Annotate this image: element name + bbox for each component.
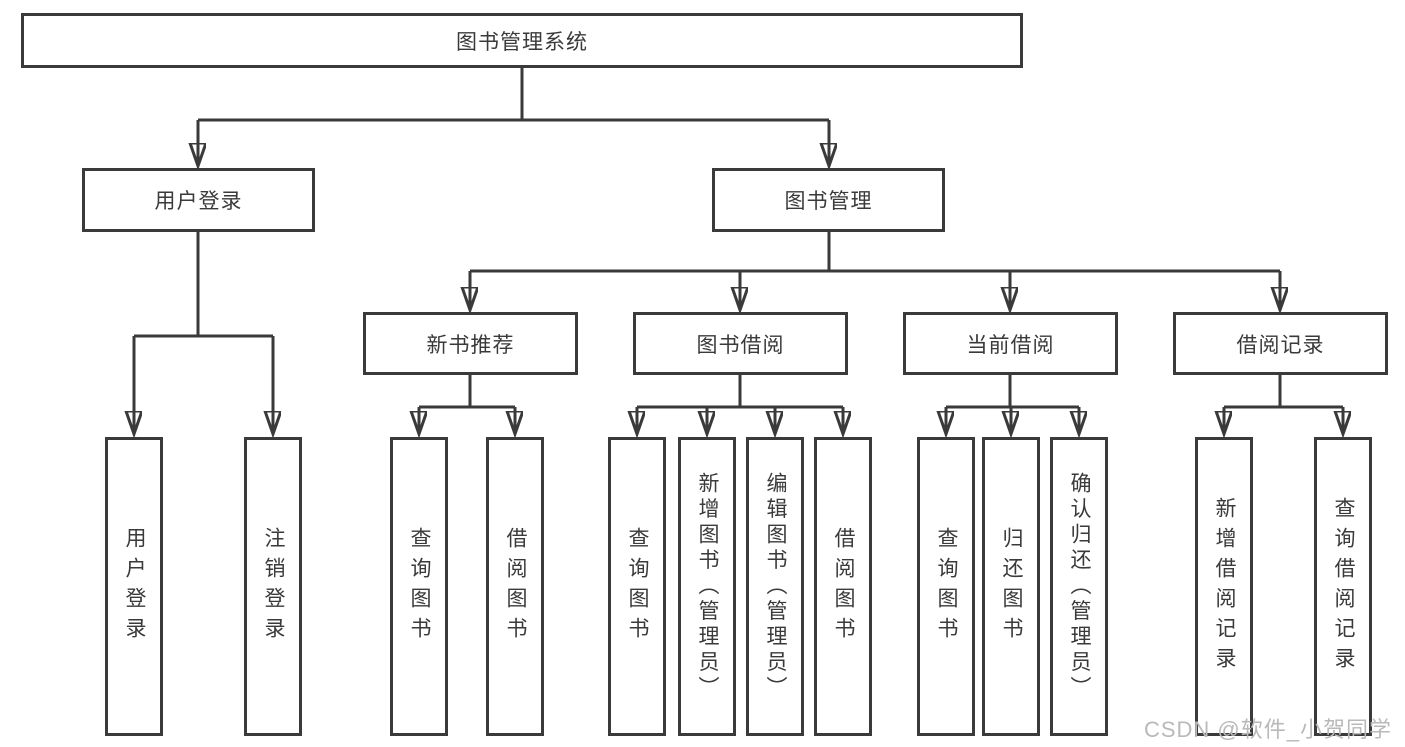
connector-book-management-children bbox=[470, 232, 1280, 310]
connector-records-children bbox=[1224, 375, 1343, 434]
leaf-logout: 注销登录 bbox=[244, 437, 302, 736]
leaf-borrow-query-book: 查询图书 bbox=[608, 437, 666, 736]
leaf-borrow-add-book-admin: 新增图书（管理员） bbox=[678, 437, 736, 736]
leaf-current-confirm-return-admin: 确认归还（管理员） bbox=[1050, 437, 1108, 736]
connector-user-login-children bbox=[134, 232, 273, 434]
leaf-user-login: 用户登录 bbox=[105, 437, 163, 736]
connector-current-children bbox=[946, 375, 1079, 434]
connector-recommend-children bbox=[419, 375, 515, 434]
node-borrow-records: 借阅记录 bbox=[1173, 312, 1388, 375]
node-book-management: 图书管理 bbox=[712, 168, 945, 232]
leaf-records-query-record: 查询借阅记录 bbox=[1314, 437, 1372, 736]
csdn-watermark: CSDN @软件_小贺同学 bbox=[1143, 717, 1392, 742]
leaf-current-return-book: 归还图书 bbox=[982, 437, 1040, 736]
node-library-management-system: 图书管理系统 bbox=[21, 13, 1023, 68]
node-new-book-recommend: 新书推荐 bbox=[363, 312, 578, 375]
leaf-borrow-borrow-book: 借阅图书 bbox=[814, 437, 872, 736]
node-book-borrow: 图书借阅 bbox=[633, 312, 848, 375]
connector-root-to-level2 bbox=[198, 68, 829, 166]
leaf-recommend-borrow-book: 借阅图书 bbox=[486, 437, 544, 736]
leaf-recommend-query-book: 查询图书 bbox=[390, 437, 448, 736]
node-current-borrow: 当前借阅 bbox=[903, 312, 1118, 375]
leaf-records-add-record: 新增借阅记录 bbox=[1195, 437, 1253, 736]
leaf-current-query-book: 查询图书 bbox=[917, 437, 975, 736]
node-user-login: 用户登录 bbox=[82, 168, 315, 232]
connector-borrow-children bbox=[637, 375, 843, 434]
leaf-borrow-edit-book-admin: 编辑图书（管理员） bbox=[746, 437, 804, 736]
